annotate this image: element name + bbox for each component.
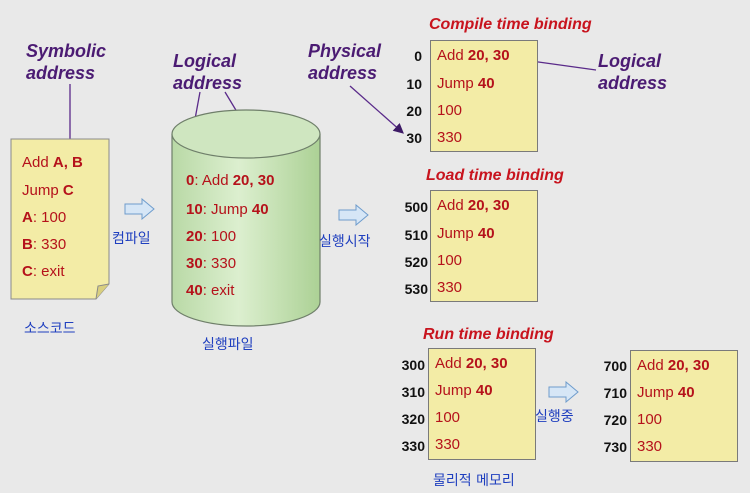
address-value: 730 [603, 439, 627, 455]
address-value: 300 [401, 357, 425, 373]
compile-arrow-icon [124, 198, 155, 220]
address-value: 320 [401, 411, 425, 427]
load-time-memory-box: Add 20, 30 Jump 40 100 330 [430, 190, 538, 302]
memory-cell: 100 [435, 409, 461, 426]
address-value: 20 [406, 103, 422, 119]
address-value: 10 [406, 76, 422, 92]
memory-cell: 330 [435, 436, 461, 453]
running-label: 실행중 [535, 409, 574, 425]
executable-line: 20: 100 [186, 228, 237, 245]
logical-address-label: Logical address [173, 51, 243, 93]
memory-cell: Add 20, 30 [435, 355, 508, 372]
memory-cell: 330 [437, 129, 463, 146]
executable-caption: 실행파일 [202, 337, 254, 353]
source-line: B: 330 [22, 236, 67, 253]
physical-address-arrow [349, 85, 404, 134]
load-time-binding-title: Load time binding [426, 167, 564, 184]
memory-cell: Add 20, 30 [637, 357, 710, 374]
source-code-page [10, 138, 110, 300]
run-start-label: 실행시작 [319, 234, 371, 250]
address-value: 720 [603, 412, 627, 428]
logical-address-right-label: Logical address [598, 51, 668, 93]
address-value: 310 [401, 384, 425, 400]
address-value: 0 [414, 48, 422, 64]
source-code-content: Add A, B Jump C A: 100 B: 330 C: exit [10, 138, 110, 300]
memory-cell: Jump 40 [435, 382, 493, 399]
executable-line: 40: exit [186, 282, 235, 299]
compile-time-binding-title: Compile time binding [429, 16, 592, 33]
executable-line: 10: Jump 40 [186, 201, 269, 218]
address-value: 700 [603, 358, 627, 374]
executable-cylinder [171, 109, 321, 327]
physical-address-label: Physical address [308, 41, 382, 83]
memory-cell: 100 [637, 411, 663, 428]
symbolic-address-label: Symbolic address [26, 41, 107, 83]
relocated-memory-box: Add 20, 30 Jump 40 100 330 [630, 350, 738, 462]
source-line: C: exit [22, 263, 65, 280]
source-line: Jump C [22, 182, 74, 199]
address-value: 520 [404, 254, 428, 270]
executable-content: 0: Add 20, 30 10: Jump 40 20: 100 30: 33… [186, 172, 326, 312]
memory-cell: 330 [637, 438, 663, 455]
run-time-memory-box: Add 20, 30 Jump 40 100 330 [428, 348, 536, 460]
run-start-arrow-icon [338, 204, 369, 226]
source-code-caption: 소스코드 [24, 321, 76, 337]
memory-cell: Jump 40 [437, 75, 495, 92]
running-arrow-icon [548, 381, 579, 403]
memory-cell: 100 [437, 102, 463, 119]
address-value: 30 [406, 130, 422, 146]
memory-cell: Add 20, 30 [437, 197, 510, 214]
executable-line: 0: Add 20, 30 [186, 172, 275, 189]
address-value: 330 [401, 438, 425, 454]
source-line: Add A, B [22, 154, 83, 171]
address-value: 500 [404, 199, 428, 215]
compile-time-memory-box: Add 20, 30 Jump 40 100 330 [430, 40, 538, 152]
memory-cell: 330 [437, 279, 463, 296]
memory-cell: Jump 40 [637, 384, 695, 401]
physical-memory-caption: 물리적 메모리 [433, 473, 515, 489]
compile-label: 컴파일 [112, 231, 151, 247]
address-value: 510 [404, 227, 428, 243]
source-line: A: 100 [22, 209, 67, 226]
memory-cell: Jump 40 [437, 225, 495, 242]
run-time-binding-title: Run time binding [423, 326, 554, 343]
executable-line: 30: 330 [186, 255, 237, 272]
address-value: 530 [404, 281, 428, 297]
memory-cell: Add 20, 30 [437, 47, 510, 64]
address-value: 710 [603, 385, 627, 401]
memory-cell: 100 [437, 252, 463, 269]
